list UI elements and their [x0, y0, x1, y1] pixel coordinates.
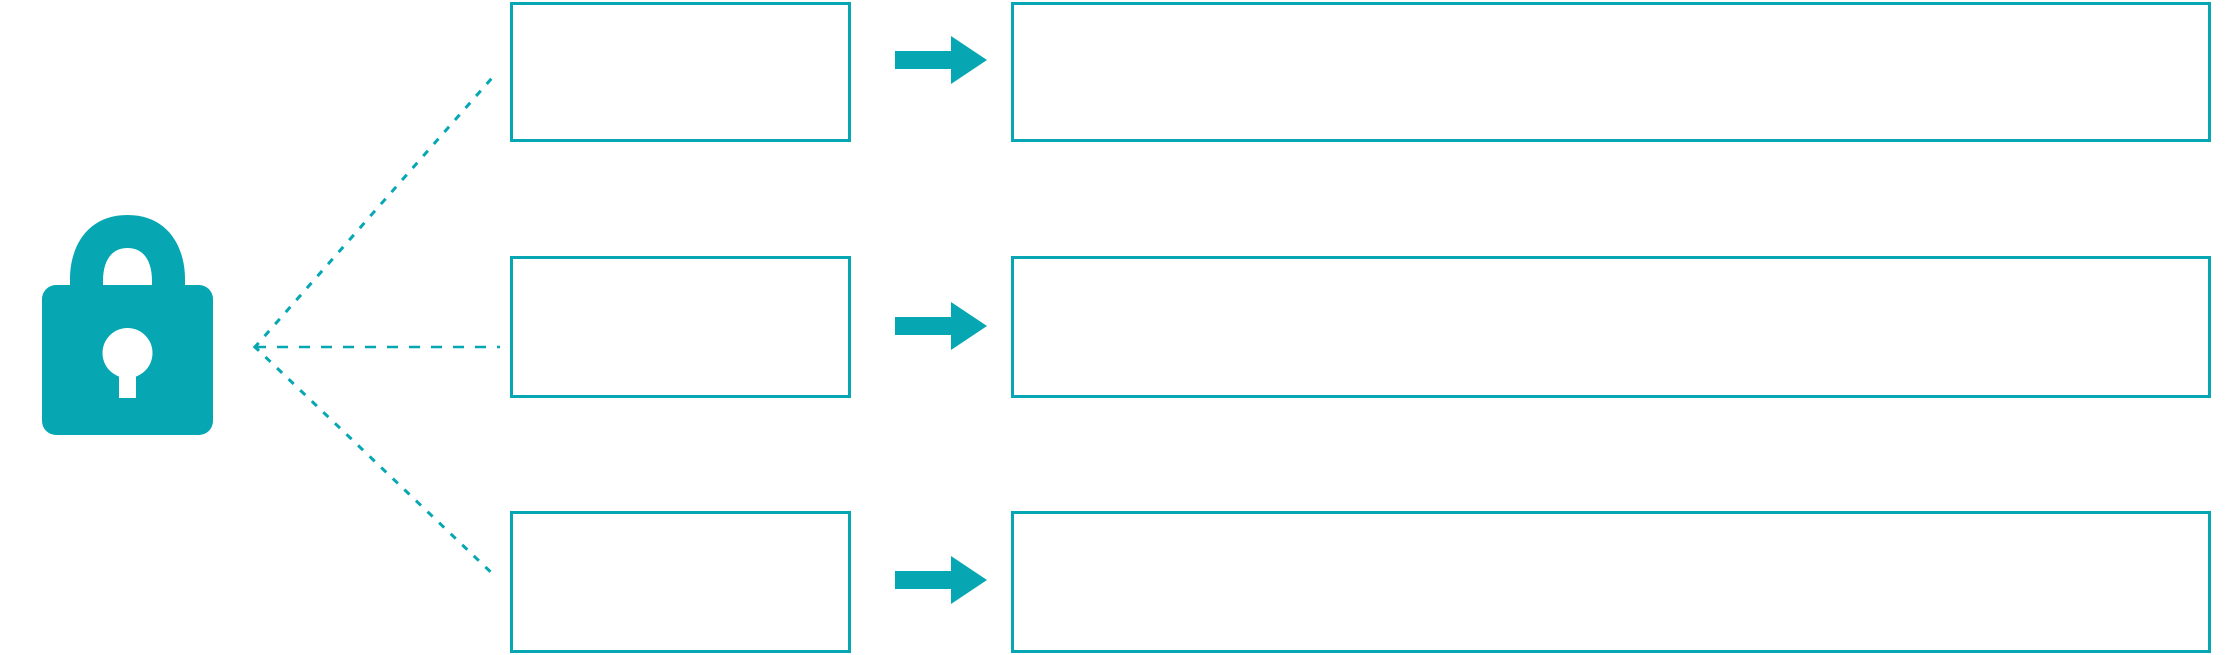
left-box-row-2[interactable]	[510, 256, 851, 398]
arrow-right-icon-row-2	[895, 300, 987, 352]
arrow-right-icon-row-3	[895, 554, 987, 606]
left-box-row-1[interactable]	[510, 2, 851, 142]
right-box-row-3[interactable]	[1011, 511, 2211, 653]
lock-icon	[30, 205, 225, 450]
right-box-row-1[interactable]	[1011, 2, 2211, 142]
arrow-right-icon-row-1	[895, 34, 987, 86]
left-box-row-3[interactable]	[510, 511, 851, 653]
connector-bottom-line	[252, 344, 500, 581]
connector-top-line	[252, 75, 495, 350]
right-box-row-2[interactable]	[1011, 256, 2211, 398]
